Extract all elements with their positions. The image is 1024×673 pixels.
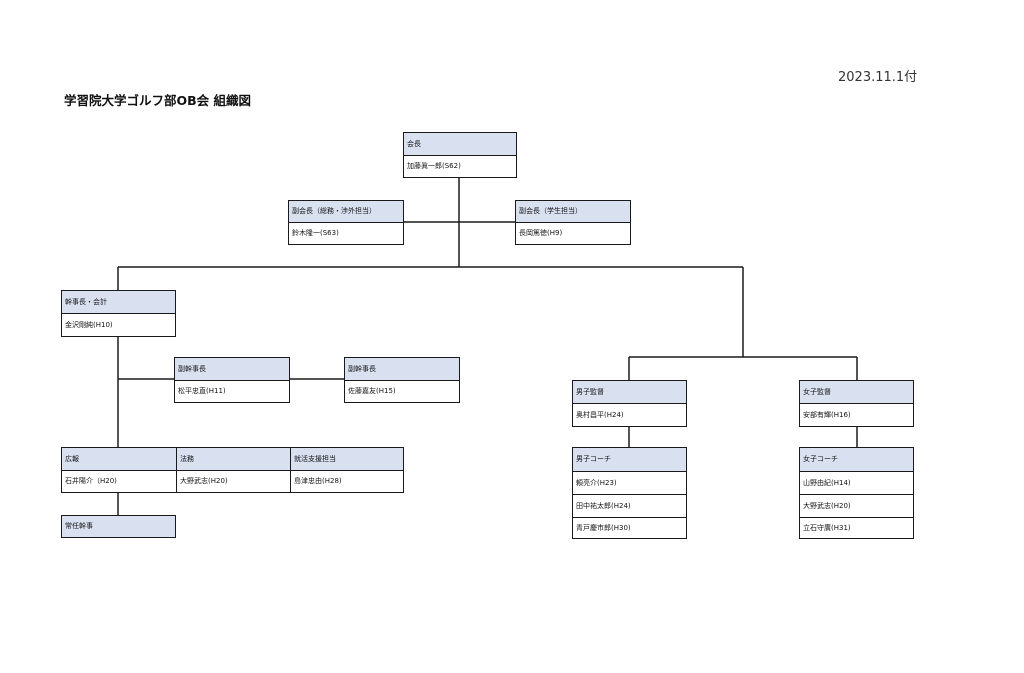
womens-manager-role: 女子監督 — [800, 381, 913, 403]
vice-secretary-1-name: 松平忠直(H11) — [175, 380, 289, 402]
legal-role: 法務 — [177, 448, 290, 470]
president-box: 会長 加藤眞一郎(S62) — [403, 132, 517, 178]
staff-roles-box: 広報 石井陽介（H20) 法務 大野武志(H20) 就活支援担当 島津忠由(H2… — [61, 447, 404, 493]
pr-role: 広報 — [62, 448, 176, 470]
standing-secretary-box: 常任幹事 — [61, 515, 176, 538]
president-name: 加藤眞一郎(S62) — [404, 155, 516, 177]
vp-student-name: 長岡篤徳(H9) — [516, 222, 630, 244]
chief-secretary-role: 幹事長・会計 — [62, 291, 175, 313]
chief-secretary-box: 幹事長・会計 金沢剛純(H10) — [61, 290, 176, 337]
womens-coach-role: 女子コーチ — [800, 448, 913, 471]
womens-coach-name-3: 立石守廣(H31) — [800, 517, 913, 538]
mens-coach-name-3: 青戸慶市郎(H30) — [573, 517, 686, 538]
vp-general-name: 鈴木隆一(S63) — [289, 222, 403, 244]
mens-manager-name: 奥村昌平(H24) — [573, 403, 686, 426]
mens-coach-name-1: 頼亮介(H23) — [573, 471, 686, 494]
document-title: 学習院大学ゴルフ部OB会 組織図 — [64, 93, 252, 108]
legal-column: 法務 大野武志(H20) — [176, 448, 290, 492]
career-role: 就活支援担当 — [291, 448, 403, 470]
vice-secretary-box-2: 副幹事長 佐藤嘉友(H15) — [344, 357, 460, 403]
career-column: 就活支援担当 島津忠由(H28) — [290, 448, 403, 492]
womens-manager-name: 安部有輝(H16) — [800, 403, 913, 426]
pr-name: 石井陽介（H20) — [62, 470, 176, 492]
womens-coach-box: 女子コーチ 山野由紀(H14) 大野武志(H20) 立石守廣(H31) — [799, 447, 914, 539]
womens-coach-name-2: 大野武志(H20) — [800, 494, 913, 517]
womens-coach-name-1: 山野由紀(H14) — [800, 471, 913, 494]
pr-column: 広報 石井陽介（H20) — [62, 448, 176, 492]
vp-general-box: 副会長（総務・渉外担当） 鈴木隆一(S63) — [288, 200, 404, 245]
mens-coach-name-2: 田中祐太郎(H24) — [573, 494, 686, 517]
document-date: 2023.11.1付 — [838, 70, 918, 85]
vp-student-role: 副会長（学生担当） — [516, 201, 630, 222]
mens-manager-box: 男子監督 奥村昌平(H24) — [572, 380, 687, 427]
vice-secretary-box-1: 副幹事長 松平忠直(H11) — [174, 357, 290, 403]
vp-student-box: 副会長（学生担当） 長岡篤徳(H9) — [515, 200, 631, 245]
chief-secretary-name: 金沢剛純(H10) — [62, 313, 175, 336]
vice-secretary-2-role: 副幹事長 — [345, 358, 459, 380]
vice-secretary-1-role: 副幹事長 — [175, 358, 289, 380]
mens-coach-box: 男子コーチ 頼亮介(H23) 田中祐太郎(H24) 青戸慶市郎(H30) — [572, 447, 687, 539]
mens-coach-role: 男子コーチ — [573, 448, 686, 471]
president-role: 会長 — [404, 133, 516, 155]
vp-general-role: 副会長（総務・渉外担当） — [289, 201, 403, 222]
mens-manager-role: 男子監督 — [573, 381, 686, 403]
womens-manager-box: 女子監督 安部有輝(H16) — [799, 380, 914, 427]
legal-name: 大野武志(H20) — [177, 470, 290, 492]
vice-secretary-2-name: 佐藤嘉友(H15) — [345, 380, 459, 402]
standing-secretary-role: 常任幹事 — [62, 516, 175, 537]
career-name: 島津忠由(H28) — [291, 470, 403, 492]
